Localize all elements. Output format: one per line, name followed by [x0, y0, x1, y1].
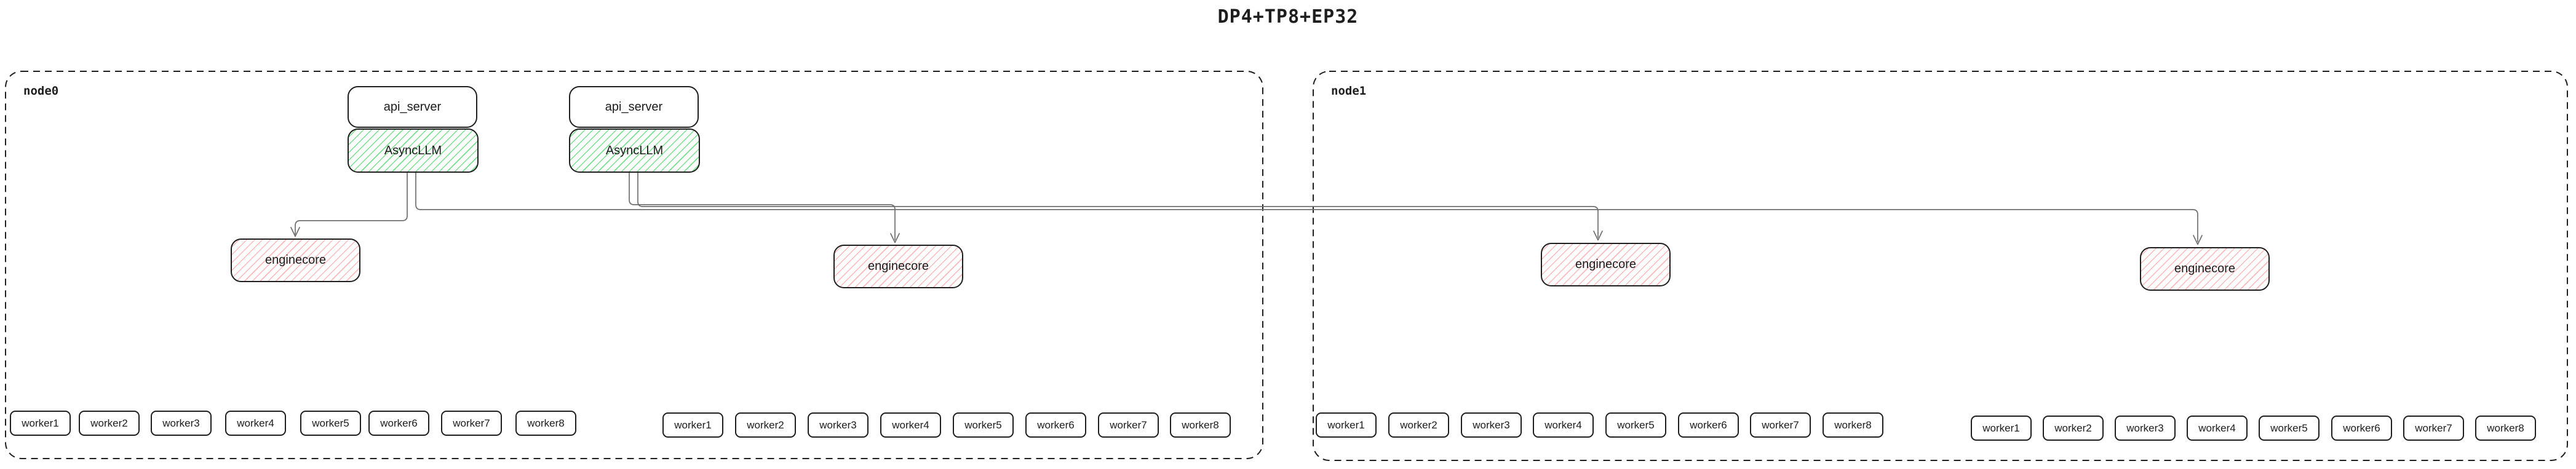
worker-box: worker5 [953, 412, 1014, 438]
worker-box: worker2 [79, 411, 140, 436]
worker-box: worker3 [2115, 416, 2176, 441]
arrowhead-enginecore1 [290, 227, 300, 237]
api-server-box: api_server [348, 86, 477, 128]
worker-box: worker8 [1823, 412, 1883, 438]
worker-box: worker1 [662, 412, 723, 438]
worker-box: worker4 [1533, 412, 1594, 438]
worker-box: worker1 [10, 411, 71, 436]
node0-label: node0 [23, 84, 59, 98]
worker-box: worker8 [2475, 416, 2536, 441]
worker-box: worker5 [2259, 416, 2320, 441]
worker-box: worker1 [1971, 416, 2032, 441]
worker-box: worker2 [735, 412, 796, 438]
arrow-asyncllm2-to-enginecore2 [629, 171, 896, 240]
enginecore-box: enginecore [2140, 247, 2270, 291]
worker-box: worker6 [1025, 412, 1086, 438]
worker-box: worker6 [1678, 412, 1739, 438]
worker-box: worker3 [808, 412, 869, 438]
enginecore-box: enginecore [1541, 243, 1671, 286]
worker-box: worker4 [225, 411, 286, 436]
enginecore-box: enginecore [231, 238, 360, 282]
worker-box: worker1 [1316, 412, 1377, 438]
node0-border [5, 71, 1263, 459]
diagram-title: DP4+TP8+EP32 [1217, 6, 1359, 28]
worker-box: worker8 [515, 411, 576, 436]
arrowhead-enginecore3 [1593, 231, 1603, 241]
arrow-asyncllm1-to-enginecore1 [295, 171, 408, 235]
worker-box: worker7 [1750, 412, 1811, 438]
worker-box: worker6 [2331, 416, 2392, 441]
arrow-asyncllm2-to-enginecore3 [637, 171, 1599, 238]
worker-box: worker3 [1461, 412, 1522, 438]
worker-box: worker4 [880, 412, 941, 438]
node1-label: node1 [1331, 84, 1367, 98]
worker-box: worker7 [1098, 412, 1159, 438]
worker-box: worker2 [2043, 416, 2104, 441]
worker-box: worker2 [1388, 412, 1449, 438]
worker-box: worker3 [151, 411, 212, 436]
node1-border [1313, 71, 2568, 461]
worker-box: worker5 [300, 411, 361, 436]
worker-box: worker8 [1170, 412, 1231, 438]
worker-box: worker7 [2403, 416, 2464, 441]
worker-box: worker4 [2187, 416, 2248, 441]
worker-box: worker6 [368, 411, 429, 436]
asyncllm-box: AsyncLLM [348, 128, 479, 173]
worker-box: worker5 [1605, 412, 1666, 438]
arrowhead-enginecore2 [890, 233, 900, 243]
arrowhead-enginecore4 [2193, 235, 2203, 245]
worker-box: worker7 [441, 411, 502, 436]
asyncllm-box: AsyncLLM [569, 128, 700, 173]
enginecore-box: enginecore [833, 245, 963, 288]
api-server-box: api_server [569, 86, 699, 128]
arrow-asyncllm1-to-enginecore4 [415, 171, 2198, 242]
